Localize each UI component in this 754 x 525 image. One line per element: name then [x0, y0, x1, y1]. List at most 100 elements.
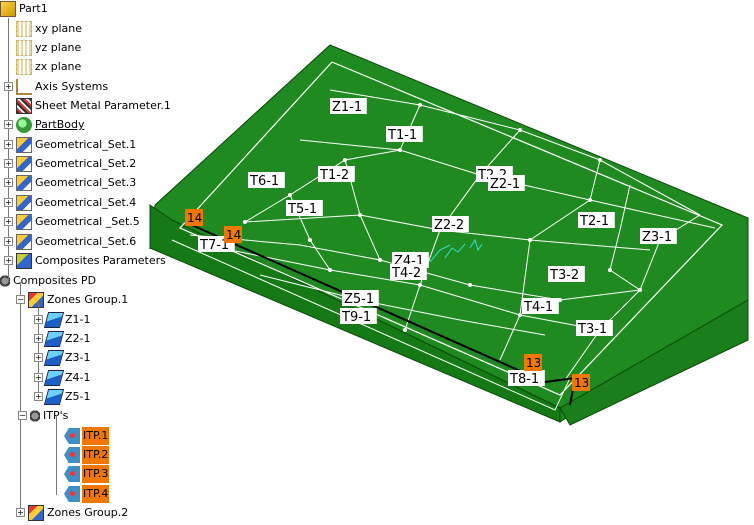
zone-label-text: T5-1: [287, 202, 317, 217]
zone-label[interactable]: T4-2: [390, 264, 427, 281]
tree-label: Geometrical_Set.3: [35, 176, 137, 189]
tree-item-geometrical-set-2[interactable]: Geometrical_Set.2: [16, 155, 137, 173]
expand-icon[interactable]: +: [34, 353, 43, 362]
tree-item-zones-group-2[interactable]: Zones Group.2: [28, 504, 129, 522]
zone-label-text: T4-1: [523, 300, 553, 315]
tree-item-zx-plane[interactable]: zx plane: [16, 58, 82, 76]
ply-drop-marker[interactable]: 14: [185, 209, 203, 226]
tree-item-partbody[interactable]: PartBody: [16, 116, 85, 134]
zone-label-text: T1-1: [387, 128, 417, 143]
tree-item-z1-1[interactable]: Z1-1: [43, 311, 92, 329]
expand-icon[interactable]: +: [4, 140, 13, 149]
zone-label[interactable]: T1-2: [318, 166, 355, 183]
zone-label[interactable]: Z3-1: [640, 228, 677, 245]
tree-item-geometrical-set-4[interactable]: Geometrical_Set.4: [16, 194, 137, 212]
expand-icon[interactable]: +: [4, 237, 13, 246]
tree-item-geometrical-set-6[interactable]: Geometrical_Set.6: [16, 233, 137, 251]
zone-label-text: Z3-1: [642, 230, 672, 245]
zone-label[interactable]: T3-1: [576, 320, 613, 337]
zone-label-background: [488, 175, 525, 191]
ply-drop-marker-text: 14: [187, 211, 202, 225]
zone-label[interactable]: T3-2: [548, 266, 585, 283]
tree-item-geometrical-set-1[interactable]: Geometrical_Set.1: [16, 136, 137, 154]
expand-icon[interactable]: +: [34, 315, 43, 324]
ply-drop-marker[interactable]: 14: [224, 226, 242, 243]
expand-icon[interactable]: +: [4, 198, 13, 207]
gear-icon: [30, 408, 40, 424]
tree-item-z5-1[interactable]: Z5-1: [43, 388, 92, 406]
expand-icon[interactable]: +: [34, 392, 43, 401]
tree-item-yz-plane[interactable]: yz plane: [16, 39, 82, 57]
tree-item-geometrical-set-3[interactable]: Geometrical_Set.3: [16, 174, 137, 192]
plate-flange: [559, 299, 749, 426]
tree-item-itp-2[interactable]: ITP.2: [64, 446, 110, 464]
expand-icon[interactable]: +: [4, 256, 13, 265]
zone-label-text: T3-1: [577, 322, 607, 337]
zone-label[interactable]: Z5-1: [342, 290, 379, 307]
tree-item-z2-1[interactable]: Z2-1: [43, 330, 92, 348]
tree-item-xy-plane[interactable]: xy plane: [16, 20, 83, 38]
composites-parameters-icon: [16, 253, 32, 269]
tree-item-z3-1[interactable]: Z3-1: [43, 349, 92, 367]
zone-label[interactable]: T9-1: [340, 308, 377, 325]
zone-label-background: [508, 370, 545, 386]
zone-label[interactable]: T6-1: [248, 172, 285, 189]
tree-root-part1[interactable]: Part1: [0, 0, 49, 18]
tree-item-composites-parameters[interactable]: Composites Parameters: [16, 252, 167, 270]
tree-label: ITP.2: [82, 446, 110, 464]
tree-item-zones-group-1[interactable]: Zones Group.1: [28, 291, 129, 309]
zone-label-text: T1-2: [319, 168, 349, 183]
zone-label[interactable]: Z2-2: [432, 216, 469, 233]
zone-label-background: [576, 320, 613, 336]
geometrical-set-icon: [16, 234, 32, 250]
axis-system-icon: [16, 79, 32, 95]
zone-label[interactable]: T5-1: [286, 200, 323, 217]
tree-item-sheet-metal-parameter-1[interactable]: Sheet Metal Parameter.1: [16, 97, 172, 115]
tree-item-itp-1[interactable]: ITP.1: [64, 427, 110, 445]
tree-connector-line: [20, 282, 21, 512]
tree-item-geometrical-set-5[interactable]: Geometrical _Set.5: [16, 213, 141, 231]
tree-item-itp-s[interactable]: ITP's: [30, 407, 69, 425]
zone-label-background: [578, 212, 615, 228]
zone-label-text: Z5-1: [344, 292, 374, 307]
zone-label[interactable]: Z2-1: [488, 175, 525, 192]
zone-label[interactable]: T4-1: [522, 298, 559, 315]
collapse-icon[interactable]: −: [16, 295, 25, 304]
ply-drop-marker[interactable]: 13: [572, 374, 590, 391]
expand-icon[interactable]: +: [4, 120, 13, 129]
ply-drop-marker[interactable]: 13: [524, 354, 542, 371]
expand-icon[interactable]: +: [4, 82, 13, 91]
ply-boundary-line: [178, 61, 724, 396]
zone-label[interactable]: T2-1: [578, 212, 615, 229]
zone-label-background: [318, 166, 355, 182]
tree-label: Geometrical_Set.6: [35, 235, 137, 248]
expand-icon[interactable]: +: [4, 217, 13, 226]
tree-item-itp-3[interactable]: ITP.3: [64, 465, 110, 483]
zone-label-background: [330, 98, 367, 114]
zone-label[interactable]: Z1-1: [330, 98, 367, 115]
tree-label: Z2-1: [65, 332, 91, 345]
expand-icon[interactable]: +: [16, 508, 25, 517]
zone-icon: [43, 331, 65, 347]
expand-icon[interactable]: +: [4, 159, 13, 168]
tree-item-axis-systems[interactable]: Axis Systems: [16, 78, 109, 96]
zone-icon: [43, 350, 65, 366]
tree-item-composites-pd[interactable]: Composites PD: [0, 272, 97, 290]
tree-label: Zones Group.1: [47, 293, 129, 306]
tree-label: Part1: [19, 2, 48, 15]
tree-label: Z4-1: [65, 371, 91, 384]
expand-icon[interactable]: +: [4, 178, 13, 187]
zone-label-background: [342, 290, 379, 306]
collapse-icon[interactable]: −: [18, 411, 27, 420]
geometrical-set-icon: [16, 137, 32, 153]
tree-item-itp-4[interactable]: ITP.4: [64, 485, 110, 503]
tree-label: zx plane: [35, 60, 82, 73]
zone-label[interactable]: T8-1: [508, 370, 545, 387]
zone-label[interactable]: T1-1: [386, 126, 423, 143]
tree-label: Axis Systems: [35, 80, 109, 93]
tree-item-z4-1[interactable]: Z4-1: [43, 369, 92, 387]
expand-icon[interactable]: +: [34, 334, 43, 343]
expand-icon[interactable]: +: [34, 373, 43, 382]
zone-label-text: Z2-2: [434, 218, 464, 233]
